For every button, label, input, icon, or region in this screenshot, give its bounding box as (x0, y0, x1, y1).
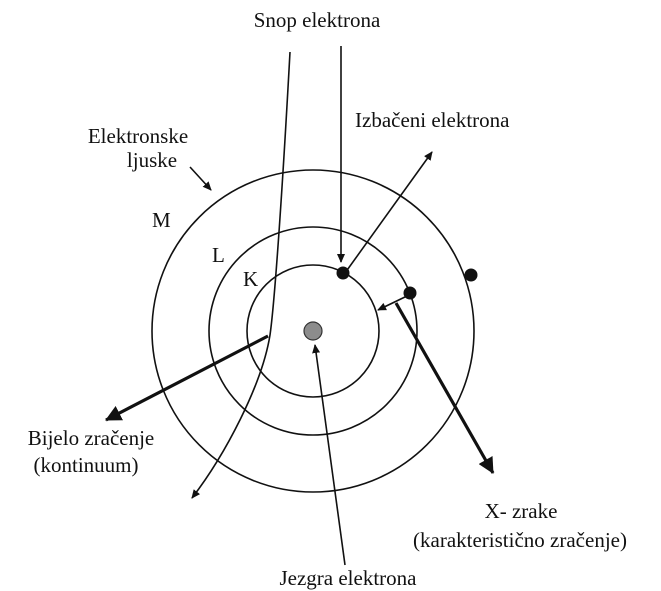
electron-l-shell (403, 286, 417, 300)
shell-l-label: L (212, 243, 225, 267)
shells-pointer-arrow (189, 166, 212, 191)
beam-deflected-path (191, 51, 291, 499)
nucleus-pointer-arrow (312, 344, 346, 566)
ejected-electron-arrow (344, 151, 433, 274)
transition-arrow (377, 295, 408, 311)
white-radiation-label-line1: Bijelo zračenje (28, 426, 155, 450)
nucleus-circle (303, 321, 323, 341)
xray-label-line2: (karakteristično zračenje) (413, 528, 627, 552)
shell-k-circle (246, 264, 380, 398)
white-radiation-label-line2: (kontinuum) (34, 453, 139, 477)
shell-m-circle (151, 169, 475, 493)
shells-label-line1: Elektronske (88, 124, 188, 148)
electron-m-shell (464, 268, 478, 282)
shell-l-circle (208, 226, 418, 436)
beam-label: Snop elektrona (254, 8, 381, 32)
ejected-label: Izbačeni elektrona (355, 108, 510, 132)
shell-m-label: M (152, 208, 171, 232)
nucleus-label: Jezgra elektrona (279, 566, 417, 590)
shells-label-line2: ljuske (127, 148, 177, 172)
white-radiation-arrow (105, 334, 269, 422)
shell-k-label: K (243, 267, 258, 291)
xray-arrow (394, 302, 495, 474)
xray-label-line1: X- zrake (485, 499, 558, 523)
electron-k-shell (336, 266, 350, 280)
